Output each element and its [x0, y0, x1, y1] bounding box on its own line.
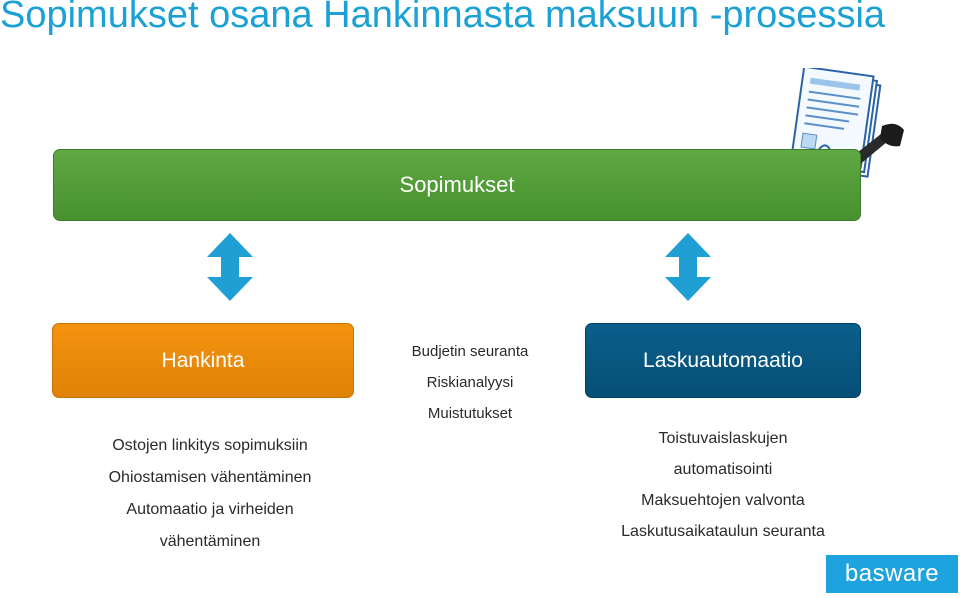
basware-logo: basware — [826, 555, 958, 593]
contracts-box: Sopimukset — [53, 149, 861, 221]
list-item: Ostojen linkitys sopimuksiin — [112, 437, 308, 454]
double-vertical-arrow-icon — [207, 233, 253, 301]
procurement-label: Hankinta — [161, 348, 245, 372]
procurement-benefits-list: Ostojen linkitys sopimuksiin Ohiostamise… — [40, 430, 380, 558]
list-item: Automaatio ja virheiden — [126, 501, 294, 518]
list-item: Riskianalyysi — [426, 374, 514, 391]
list-item: Muistutukset — [427, 405, 513, 422]
procurement-box: Hankinta — [52, 323, 354, 398]
list-item: vähentäminen — [159, 533, 261, 550]
list-item: Budjetin seuranta — [411, 343, 529, 360]
list-item: automatisointi — [673, 461, 773, 478]
contract-benefits-list: Budjetin seuranta Riskianalyysi Muistutu… — [370, 336, 570, 429]
list-item: Toistuvaislaskujen — [658, 430, 788, 447]
logo-text: basware — [844, 560, 940, 587]
contracts-label: Sopimukset — [399, 172, 515, 197]
list-item: Maksuehtojen valvonta — [641, 492, 805, 509]
page-title: Sopimukset osana Hankinnasta maksuun -pr… — [0, 0, 886, 36]
double-vertical-arrow-icon — [665, 233, 711, 301]
invoice-automation-label: Laskuautomaatio — [643, 348, 803, 372]
list-item: Laskutusaikataulun seuranta — [621, 523, 825, 540]
invoice-automation-benefits-list: Toistuvaislaskujen automatisointi Maksue… — [585, 423, 861, 547]
list-item: Ohiostamisen vähentäminen — [108, 469, 312, 486]
invoice-automation-box: Laskuautomaatio — [585, 323, 861, 398]
